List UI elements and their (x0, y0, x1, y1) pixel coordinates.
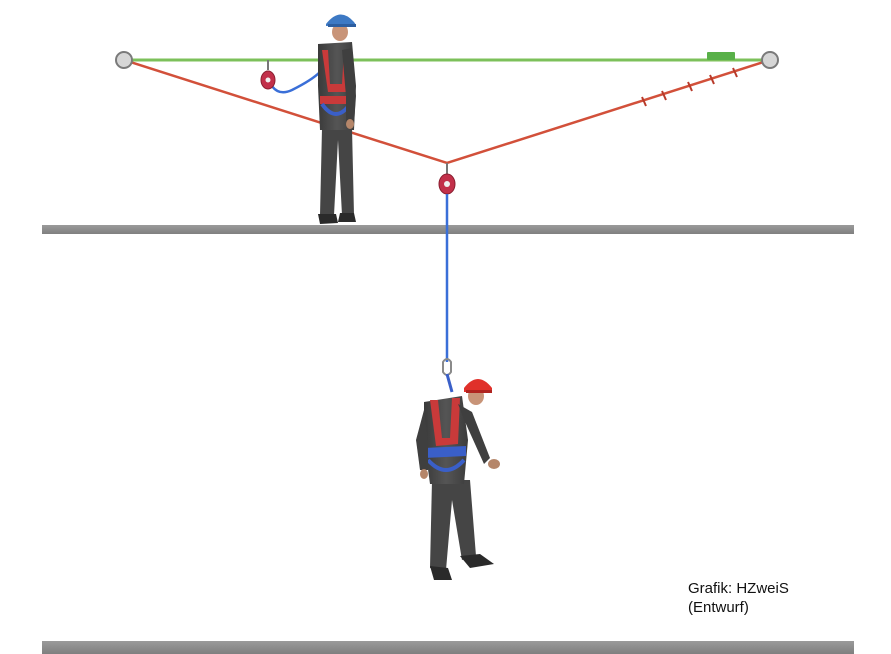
tensioner-icon (707, 52, 735, 60)
anchor-rope (123, 58, 771, 165)
fall-arrester-device-icon (260, 60, 276, 90)
ring-anchor-icon (761, 51, 779, 69)
rope-markings (641, 67, 738, 107)
carabiner (442, 358, 452, 376)
credit-line-1: Grafik: HZweiS (688, 580, 789, 597)
fall-arrester-device-icon (438, 163, 456, 195)
hanging-worker (416, 379, 500, 580)
credit-line-2: (Entwurf) (688, 599, 749, 616)
graphic-credit: Grafik: HZweiS (Entwurf) (688, 579, 789, 617)
back-strap (445, 373, 454, 393)
standing-worker (318, 14, 356, 224)
lower-floor-slab (42, 641, 854, 654)
standing-worker-lanyard (266, 71, 321, 94)
ring-anchor-icon (115, 51, 133, 69)
